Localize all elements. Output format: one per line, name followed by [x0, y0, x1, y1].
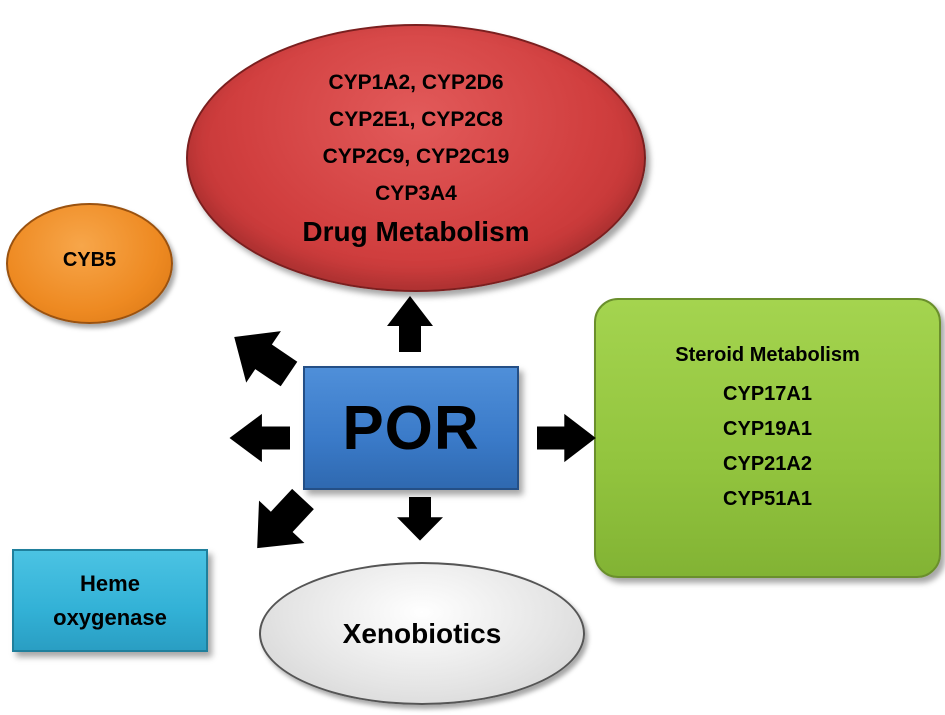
heme-oxygenase-line-1: Heme: [80, 570, 140, 596]
cyb5-label: CYB5: [62, 249, 117, 271]
xenobiotics-label: Xenobiotics: [342, 617, 502, 649]
drug-enzyme-line-2: CYP2E1, CYP2C8: [329, 108, 503, 131]
arrow-up-icon: [387, 296, 433, 352]
drug-metabolism-ellipse: CYP1A2, CYP2D6 CYP2E1, CYP2C8 CYP2C9, CY…: [186, 24, 646, 292]
heme-oxygenase-box: Heme oxygenase: [12, 549, 208, 652]
steroid-enzyme-line-1: CYP17A1: [723, 383, 812, 405]
drug-enzyme-line-1: CYP1A2, CYP2D6: [328, 71, 504, 94]
por-box: POR: [303, 366, 519, 490]
arrow-right-icon: [537, 413, 596, 463]
drug-enzyme-line-4: CYP3A4: [375, 182, 457, 205]
heme-oxygenase-line-2: oxygenase: [53, 604, 167, 630]
cyb5-ellipse: CYB5: [6, 203, 173, 324]
drug-enzyme-line-3: CYP2C9, CYP2C19: [322, 145, 510, 168]
steroid-enzyme-line-2: CYP19A1: [723, 418, 812, 440]
arrow-up-left-icon: [216, 311, 307, 400]
steroid-enzyme-line-3: CYP21A2: [723, 453, 812, 475]
arrow-down-left-icon: [234, 477, 326, 570]
arrow-down-icon: [397, 497, 443, 541]
steroid-metabolism-title: Steroid Metabolism: [675, 344, 860, 366]
drug-metabolism-title: Drug Metabolism: [302, 216, 530, 247]
steroid-enzyme-line-4: CYP51A1: [723, 488, 812, 510]
xenobiotics-ellipse: Xenobiotics: [259, 562, 585, 705]
arrow-left-icon: [229, 413, 290, 463]
steroid-metabolism-box: Steroid Metabolism CYP17A1 CYP19A1 CYP21…: [594, 298, 941, 578]
por-label: POR: [342, 393, 480, 463]
